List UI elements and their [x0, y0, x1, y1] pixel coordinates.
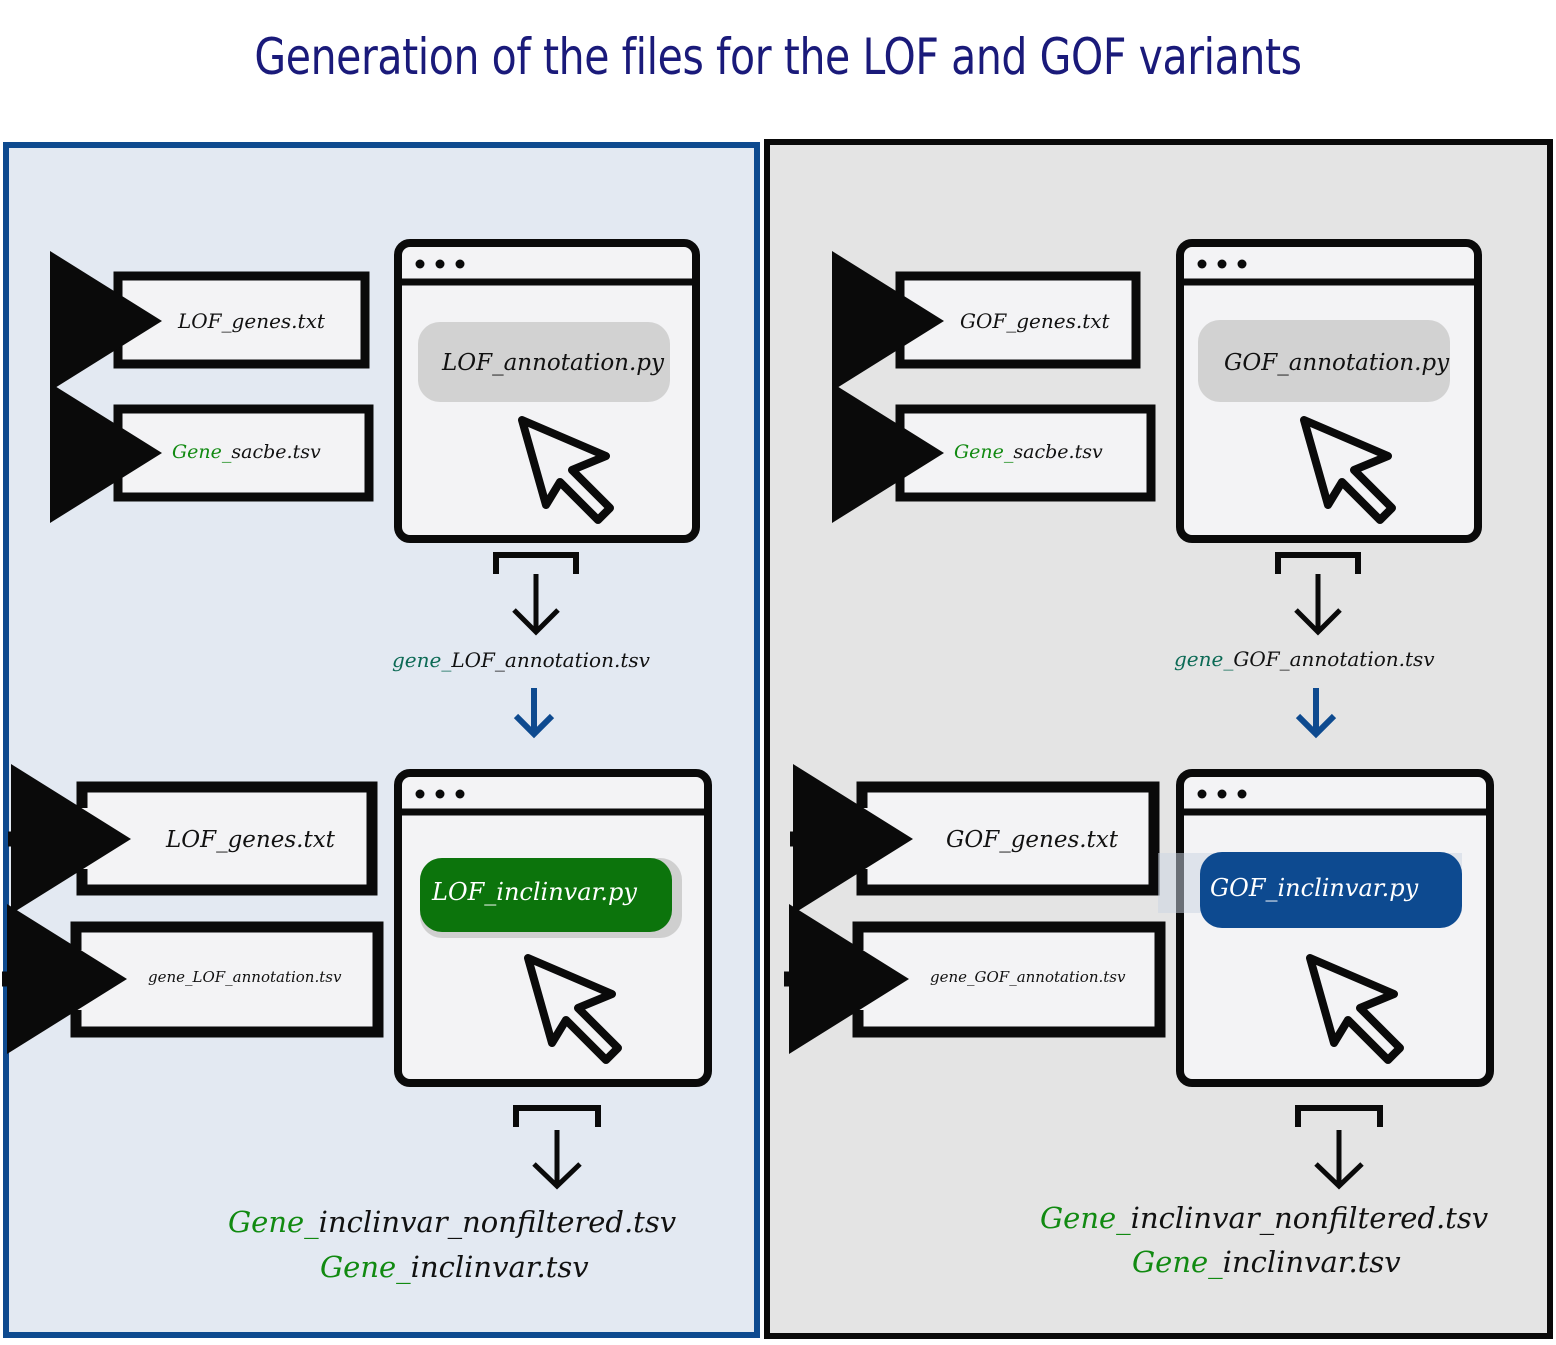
output-bracket-lof-2 — [513, 1105, 601, 1127]
input-label-lof-genes-1: LOF_genes.txt — [178, 309, 325, 333]
input-label-gof-genes-2: GOF_genes.txt — [946, 827, 1118, 853]
output-name: inclinvar_nonfiltered.tsv — [1130, 1201, 1489, 1235]
output-name: inclinvar_nonfiltered.tsv — [318, 1205, 677, 1239]
output-bracket-lof-1 — [493, 552, 579, 574]
output-prefix: Gene_ — [320, 1250, 411, 1284]
output-label-gof-inclinvar: Gene_inclinvar.tsv — [1132, 1245, 1401, 1279]
input-label-gof-sacbe: Gene_sacbe.tsv — [954, 441, 1103, 463]
script-pill-gof-annotation — [1198, 320, 1450, 402]
script-pill-gof-inclinvar — [1200, 852, 1462, 928]
output-name: inclinvar.tsv — [410, 1250, 589, 1284]
input-name: LOF_genes.txt — [178, 309, 325, 333]
down-arrow-lof-1 — [512, 574, 560, 636]
script-label-lof-annotation: LOF_annotation.py — [442, 350, 665, 376]
blue-arrow-lof — [513, 688, 555, 739]
output-name: LOF_annotation.tsv — [451, 648, 650, 672]
output-label-lof-annotation: gene_LOF_annotation.tsv — [392, 648, 650, 672]
output-prefix: Gene_ — [228, 1205, 319, 1239]
input-prefix: Gene_ — [954, 441, 1014, 463]
down-arrow-lof-2 — [532, 1130, 582, 1190]
script-label-gof-annotation: GOF_annotation.py — [1224, 350, 1450, 376]
input-label-lof-sacbe: Gene_sacbe.tsv — [172, 441, 321, 463]
input-label-gof-annotation: gene_GOF_annotation.tsv — [930, 968, 1125, 986]
output-label-lof-inclinvar: Gene_inclinvar.tsv — [320, 1250, 589, 1284]
input-name: GOF_genes.txt — [946, 827, 1119, 853]
app-window-gof-inclinvar — [1158, 769, 1494, 1087]
input-name: LOF_genes.txt — [166, 827, 335, 853]
input-label-lof-genes-2: LOF_genes.txt — [166, 827, 335, 853]
input-name: gene_GOF_annotation.tsv — [930, 968, 1126, 986]
output-prefix: Gene_ — [1040, 1201, 1131, 1235]
script-pill-lof-annotation — [418, 322, 670, 402]
script-pill-lof-inclinvar-fill — [420, 858, 672, 932]
output-prefix: Gene_ — [1132, 1245, 1223, 1279]
input-label-lof-annotation: gene_LOF_annotation.tsv — [148, 968, 341, 986]
output-label-gof-annotation: gene_GOF_annotation.tsv — [1174, 647, 1435, 671]
diagram-title: Generation of the files for the LOF and … — [254, 28, 1302, 86]
down-arrow-gof-1 — [1294, 574, 1342, 636]
output-bracket-gof-1 — [1275, 552, 1361, 574]
input-name: sacbe.tsv — [1013, 441, 1103, 463]
input-name: sacbe.tsv — [231, 441, 321, 463]
input-name: GOF_genes.txt — [960, 309, 1110, 333]
output-label-lof-nonfiltered: Gene_inclinvar_nonfiltered.tsv — [228, 1205, 676, 1239]
input-name: gene_LOF_annotation.tsv — [148, 968, 342, 986]
output-name: inclinvar.tsv — [1222, 1245, 1401, 1279]
output-label-gof-nonfiltered: Gene_inclinvar_nonfiltered.tsv — [1040, 1201, 1488, 1235]
script-label-gof-inclinvar: GOF_inclinvar.py — [1210, 874, 1419, 902]
down-arrow-gof-2 — [1314, 1130, 1364, 1190]
script-label-lof-inclinvar: LOF_inclinvar.py — [432, 878, 637, 906]
output-prefix: gene_ — [392, 648, 452, 672]
input-prefix: Gene_ — [172, 441, 232, 463]
output-prefix: gene_ — [1174, 647, 1234, 671]
output-name: GOF_annotation.tsv — [1233, 647, 1435, 671]
output-bracket-gof-2 — [1295, 1105, 1383, 1127]
input-label-gof-genes-1: GOF_genes.txt — [960, 309, 1110, 333]
blue-arrow-gof — [1295, 688, 1337, 739]
